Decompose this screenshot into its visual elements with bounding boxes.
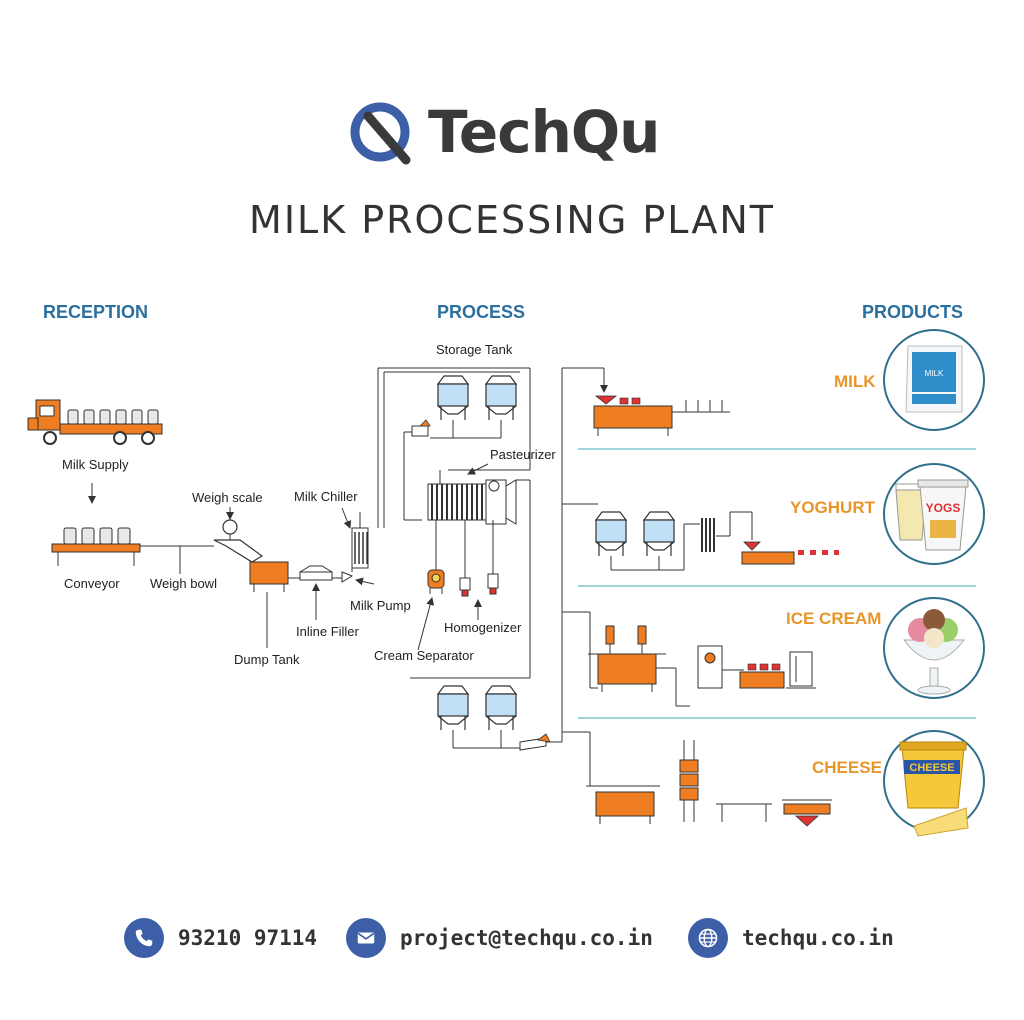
product-image-cheese: CHEESE: [883, 730, 985, 837]
contact-email[interactable]: project@techqu.co.in: [346, 912, 653, 964]
phone-icon: [124, 918, 164, 958]
product-image-ice-cream: [883, 597, 985, 699]
label-weigh-scale: Weigh scale: [192, 490, 263, 505]
section-products: PRODUCTS: [862, 302, 964, 322]
product-label-yoghurt: YOGHURT: [790, 498, 876, 517]
storage-tank-3: [437, 685, 469, 731]
yoghurt-tank-2: [643, 511, 675, 557]
truck-icon: [27, 399, 163, 445]
product-label-cheese: CHEESE: [812, 758, 882, 777]
product-image-yoghurt: YOGS: [883, 463, 985, 565]
storage-tank-1: [437, 375, 469, 421]
contact-website[interactable]: techqu.co.in: [688, 912, 894, 964]
pasteurizer: [427, 479, 517, 525]
label-dump-tank: Dump Tank: [234, 652, 300, 667]
label-storage-tank: Storage Tank: [436, 342, 513, 357]
mail-icon: [346, 918, 386, 958]
label-pasteurizer: Pasteurizer: [490, 447, 556, 462]
label-cream-separator: Cream Separator: [374, 648, 474, 663]
product-label-milk: MILK: [834, 372, 876, 391]
label-conveyor: Conveyor: [64, 576, 120, 591]
storage-tank-4: [485, 685, 517, 731]
phone-number: 93210 97114: [178, 926, 318, 950]
logo-q-icon: [350, 102, 411, 165]
product-image-milk: MILK: [883, 329, 985, 431]
yoghurt-tank-1: [595, 511, 627, 557]
svg-text:YOGS: YOGS: [926, 501, 961, 515]
svg-text:MILK: MILK: [925, 369, 944, 378]
section-process: PROCESS: [437, 302, 526, 322]
conveyor: [51, 527, 141, 566]
globe-icon: [688, 918, 728, 958]
website-url: techqu.co.in: [742, 926, 894, 950]
product-label-ice-cream: ICE CREAM: [786, 609, 881, 628]
label-inline-filler: Inline Filler: [296, 624, 360, 639]
page-title: MILK PROCESSING PLANT: [249, 198, 775, 242]
label-milk-pump: Milk Pump: [350, 598, 411, 613]
brand-logo: TechQu: [346, 92, 660, 172]
contact-phone[interactable]: 93210 97114: [124, 912, 317, 964]
label-homogenizer: Homogenizer: [444, 620, 522, 635]
label-weigh-bowl: Weigh bowl: [150, 576, 217, 591]
email-address: project@techqu.co.in: [400, 926, 653, 950]
label-milk-chiller: Milk Chiller: [294, 489, 358, 504]
storage-tank-2: [485, 375, 517, 421]
section-reception: RECEPTION: [43, 302, 149, 322]
process-diagram: Milk Supply Conveyor Weigh bowl Weigh sc…: [27, 329, 985, 837]
svg-text:CHEESE: CHEESE: [909, 762, 954, 774]
label-milk-supply: Milk Supply: [62, 457, 129, 472]
contact-footer: 93210 97114 project@techqu.co.in techqu.…: [0, 912, 1024, 968]
brand-name: TechQu: [428, 98, 660, 166]
